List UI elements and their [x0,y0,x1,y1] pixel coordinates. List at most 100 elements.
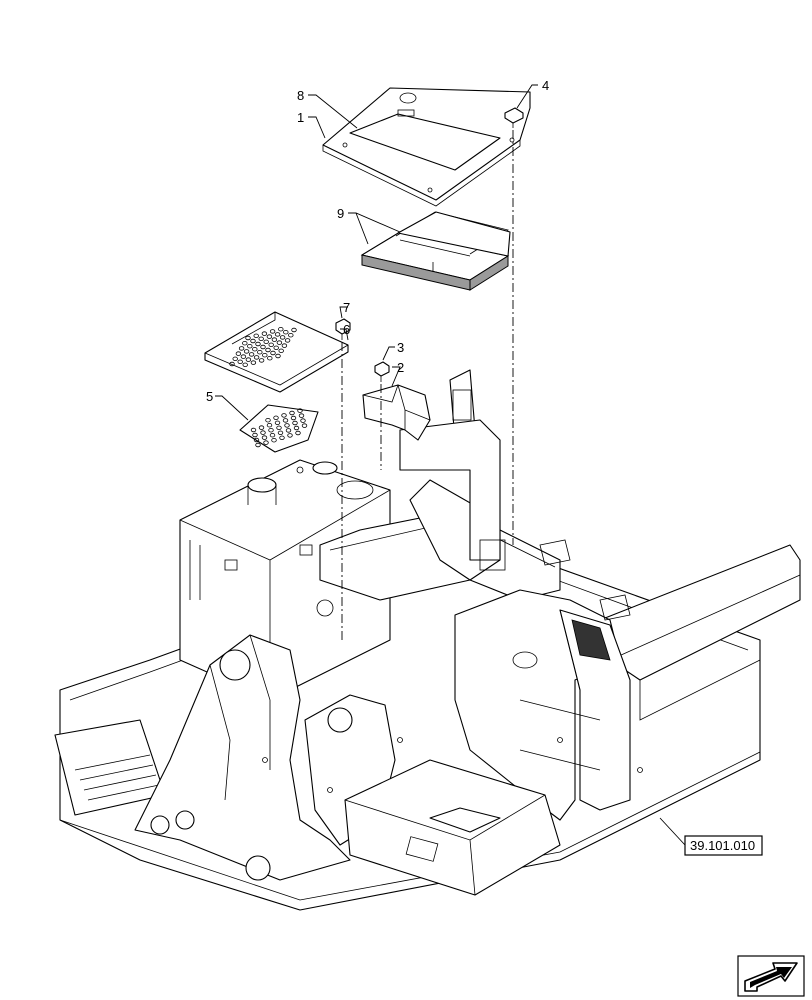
perforation-hole [287,433,293,438]
perforation-hole [289,410,295,416]
perforation-hole [253,355,260,360]
perforation-hole [277,430,284,435]
callout-4: 4 [542,78,549,93]
fastener-part-4 [504,107,524,128]
perforation-hole [253,437,260,443]
cover-plate [322,87,531,207]
perforation-hole [271,337,278,342]
assembly-lines [341,130,514,640]
perforation-hole [282,418,289,423]
callout-1: 1 [297,110,304,125]
perforation-hole [263,339,269,344]
perforation-hole [266,334,273,339]
perforation-hole [245,335,251,341]
bracket-part-2 [362,384,431,441]
perforation-hole [270,350,276,356]
perforation-hole [250,338,256,344]
perforation-hole [281,343,288,348]
perforation-hole [232,356,238,361]
perforation-hole [258,425,265,430]
perforation-hole [269,329,276,334]
callout-3: 3 [397,340,404,355]
insulation-pads [360,211,511,291]
perforation-holes-6 [229,327,297,367]
perforation-hole [260,344,266,350]
perforation-hole [258,336,264,341]
perforation-hole [240,354,247,359]
reference-label[interactable]: 39.101.010 [690,838,755,853]
perforation-hole [257,350,263,355]
perforation-hole [279,335,286,340]
perforation-hole [260,430,266,435]
perforation-hole [300,418,306,423]
perforation-hole [275,353,281,359]
callout-8: 8 [297,88,304,103]
perforation-hole [268,342,274,347]
perforation-hole [261,435,268,440]
perforation-hole [288,333,294,338]
callout-5: 5 [206,389,213,404]
perforation-hole [285,428,292,433]
perforation-hole [237,359,243,364]
perforation-hole [267,356,273,361]
perforation-hole [238,346,245,351]
perforation-hole [268,428,274,433]
perforation-hole [301,423,308,428]
perforation-hole [263,440,269,445]
perforation-hole [298,413,305,418]
perforation-hole [284,423,290,428]
perforation-hole [281,413,287,418]
perforation-holes-5 [250,408,308,448]
perforation-hole [250,360,257,365]
perforation-hole [255,341,261,347]
perforation-hole [284,338,291,343]
chassis-assembly [54,369,801,911]
perforation-hole [243,349,250,354]
perforation-hole [269,433,276,438]
perforation-hole [261,331,268,336]
perforation-hole [262,353,268,358]
perforation-hole [295,430,301,436]
perforation-hole [297,408,303,413]
perforation-hole [252,432,258,438]
reference-label-box[interactable]: 39.101.010 [659,817,763,856]
perforation-hole [283,330,289,335]
perforation-hole [278,327,284,332]
perforated-mat [239,404,319,453]
leader-lines [215,84,538,421]
callout-7: 7 [343,300,350,315]
perforation-hole [229,361,235,367]
perforation-hole [265,347,271,353]
perforation-hole [242,362,248,367]
perforation-hole [250,427,257,433]
perforation-hole [276,425,282,430]
perforation-hole [253,333,259,338]
perforation-hole [271,438,277,443]
next-page-arrow-icon[interactable] [737,955,805,997]
callout-numbers: 8 1 4 9 7 6 3 2 5 [206,78,549,404]
perforation-hole [245,357,252,362]
perforation-hole [252,347,258,352]
callout-2: 2 [397,360,404,375]
perforation-hole [274,332,281,337]
perforation-hole [279,435,285,440]
perforated-plate [204,311,349,393]
callout-6: 6 [343,322,350,337]
perforation-hole [248,352,255,357]
perforation-hole [235,351,242,356]
perforation-hole [276,340,283,345]
bolt-part-3 [374,361,390,382]
perforation-hole [292,420,298,426]
perforation-hole [278,348,284,353]
callout-9: 9 [337,206,344,221]
perforation-hole [273,415,279,420]
perforation-hole [290,415,297,421]
perforation-hole [293,425,300,431]
perforation-hole [258,358,265,363]
perforation-hole [273,345,279,350]
perforation-hole [266,423,273,428]
perforation-hole [291,327,297,333]
perforation-hole [274,420,281,425]
perforation-hole [247,344,253,349]
